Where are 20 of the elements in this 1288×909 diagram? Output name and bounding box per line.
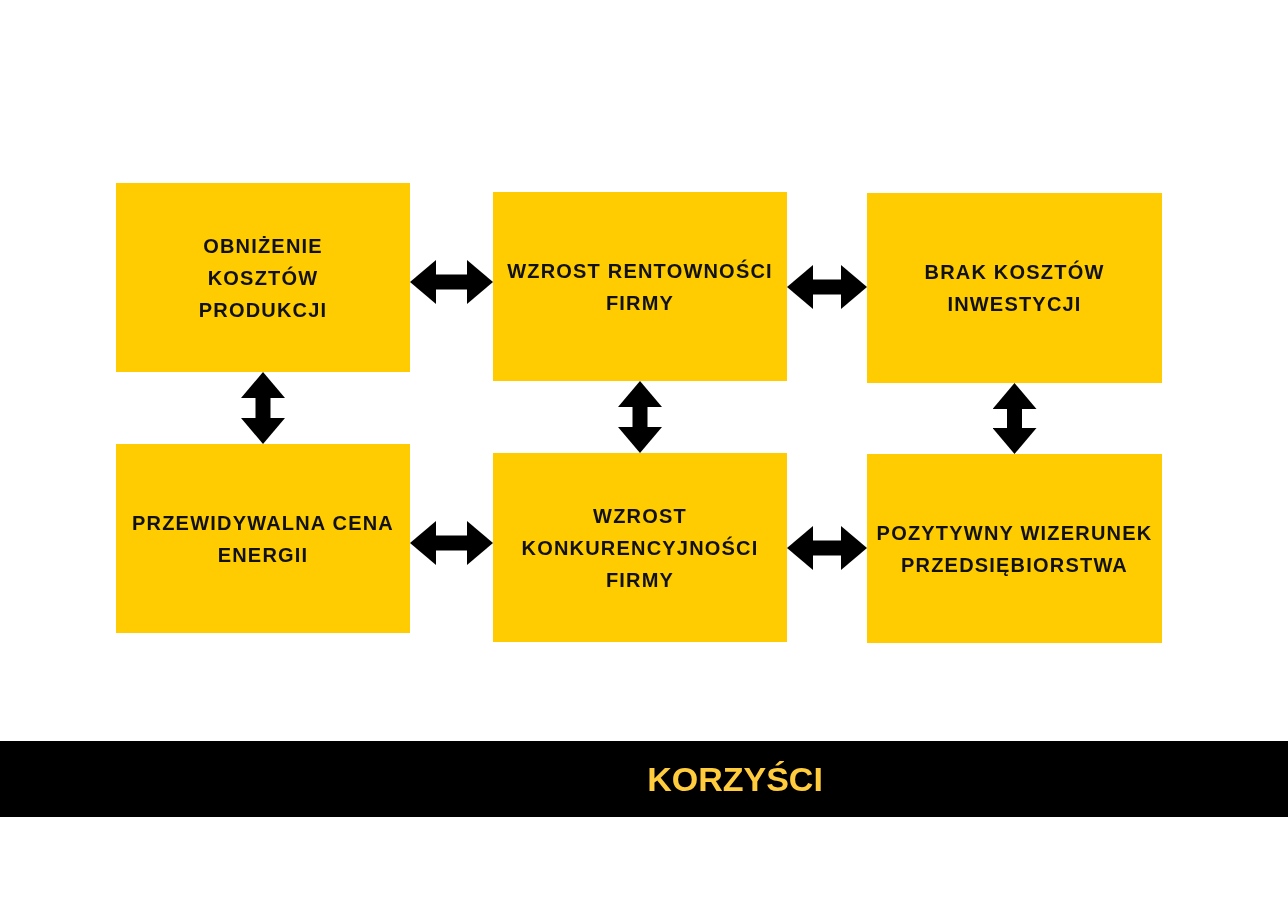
double-arrow <box>787 526 867 570</box>
benefit-box <box>867 454 1162 643</box>
double-arrow <box>410 260 493 304</box>
box-label: WZROST KONKURENCYJNOŚCI FIRMY <box>520 503 760 593</box>
double-arrow <box>410 521 493 565</box>
title: KORZYŚCI <box>647 759 823 799</box>
double-arrow <box>992 383 1037 454</box>
benefit-box <box>493 453 787 642</box>
benefit-box <box>867 193 1162 383</box>
benefit-box <box>116 183 410 372</box>
double-arrow <box>241 372 285 444</box>
double-arrow <box>787 265 867 309</box>
double-arrow <box>618 381 662 453</box>
benefit-box <box>493 192 787 381</box>
box-label: WZROST RENTOWNOŚCI FIRMY <box>506 258 774 316</box>
benefit-box <box>116 444 410 633</box>
box-label: BRAK KOSZTÓW INWESTYCJI <box>923 259 1106 317</box>
box-label: PRZEWIDYWALNA CENA ENERGII <box>131 510 395 568</box>
box-label: OBNIŻENIE KOSZTÓW PRODUKCJI <box>197 233 329 323</box>
box-label: POZYTYWNY WIZERUNEK PRZEDSIĘBIORSTWA <box>875 520 1154 578</box>
